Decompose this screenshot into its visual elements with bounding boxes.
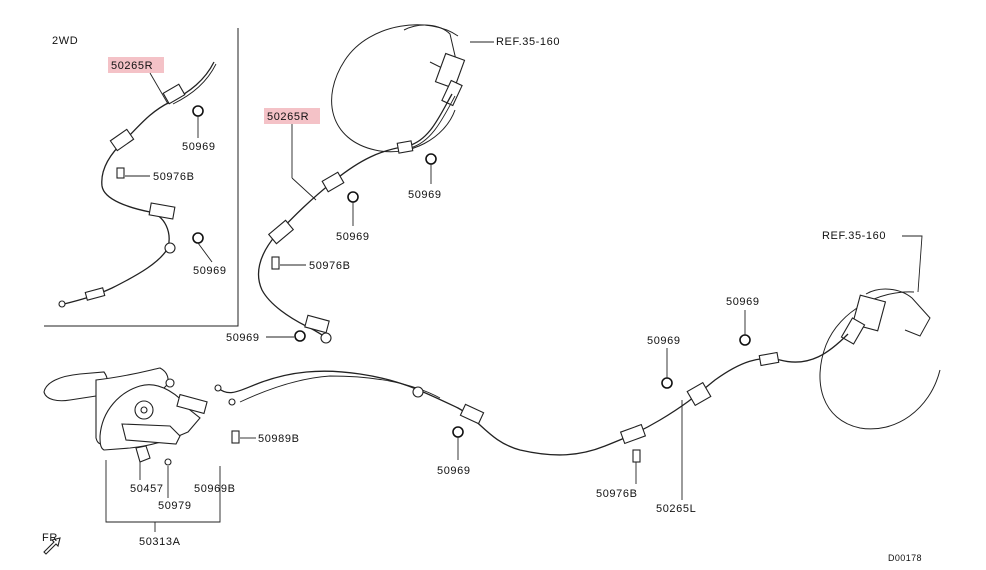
assembly-bracket: [105, 437, 256, 532]
main-bolt-mid: [271, 256, 306, 270]
nut-right-label: 50969: [647, 335, 681, 347]
inset-nut-lower: [192, 232, 213, 263]
main-cable-r-highlight: [264, 108, 320, 124]
inset-nut-upper-label: 50969: [182, 141, 216, 153]
inset-cable-r-highlight: [108, 57, 164, 73]
nut-mid-label: 50969: [336, 231, 370, 243]
ref-upper-label: REF.35-160: [496, 36, 560, 48]
bolt-lever-label: 50989B: [258, 433, 300, 445]
nut-right-top-label: 50969: [726, 296, 760, 308]
inset-cable-r-label: 50265R: [111, 60, 153, 72]
inset-bolt-label: 50976B: [153, 171, 195, 183]
ref-right-label: REF.35-160: [822, 230, 886, 242]
inset-cable: [58, 61, 217, 308]
nut-left-label: 50969: [226, 332, 260, 344]
cable-l-label: 50265L: [656, 503, 696, 515]
main-nut-left: [266, 330, 306, 342]
main-cable-r-label: 50265R: [267, 111, 309, 123]
inset-frame-2wd: [44, 28, 239, 327]
inset-nut-lower-label: 50969: [193, 265, 227, 277]
main-cable-r: [257, 93, 456, 344]
direction-label: FR: [42, 532, 58, 544]
nut-right: [661, 348, 673, 389]
nut-center-low: [452, 426, 464, 460]
upper-brake-drum: [331, 24, 466, 153]
part-50457-label: 50457: [130, 483, 164, 495]
inset-nut-upper: [192, 105, 204, 138]
nut-center-low-label: 50969: [437, 465, 471, 477]
assembly-label: 50313A: [139, 536, 181, 548]
part-50979-label: 50979: [158, 500, 192, 512]
nut-upper-label: 50969: [408, 189, 442, 201]
parking-brake-lever: [43, 367, 240, 466]
part-50969b-label: 50969B: [194, 483, 236, 495]
bolt-right-low: [632, 449, 641, 484]
bolt-mid-label: 50976B: [309, 260, 351, 272]
right-brake-drum: [819, 288, 941, 430]
inset-label: 2WD: [52, 35, 78, 47]
bolt-right-low-label: 50976B: [596, 488, 638, 500]
nut-right-top: [739, 310, 751, 346]
main-nut-upper: [425, 153, 437, 184]
main-nut-mid: [347, 191, 359, 226]
inset-bolt: [116, 167, 150, 179]
front-direction-arrow-icon: [43, 537, 61, 555]
main-cable-l: [214, 333, 849, 456]
diagram-id: D00178: [888, 553, 922, 563]
